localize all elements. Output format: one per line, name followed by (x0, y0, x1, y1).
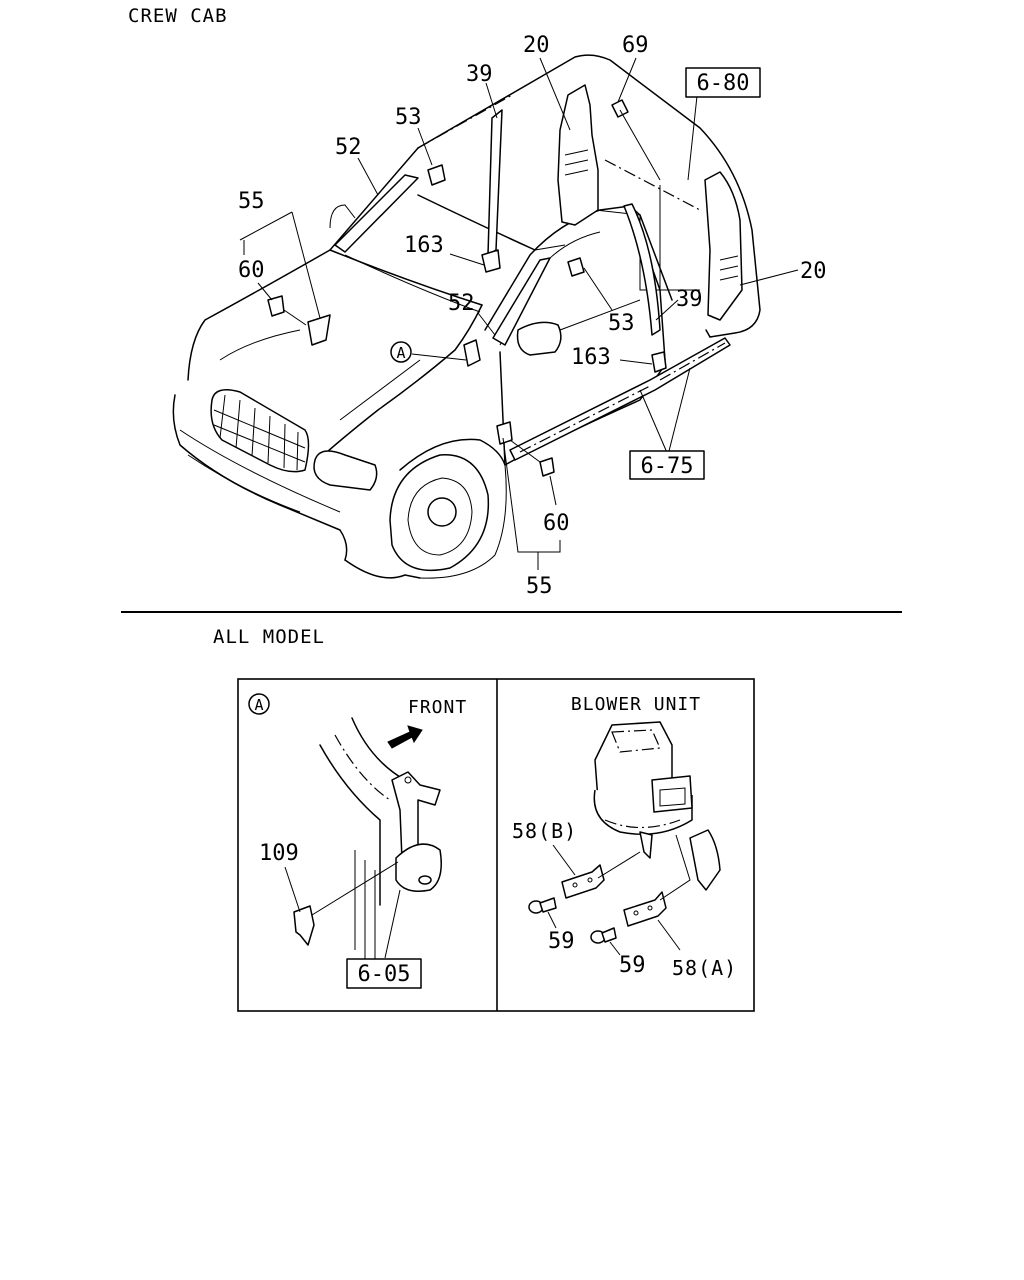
ref-box-6-05-label: 6-05 (358, 962, 411, 987)
callout-60-bottom: 60 (543, 511, 570, 536)
ref-box-6-75: 6-75 (629, 450, 705, 480)
ref-box-6-75-label: 6-75 (641, 454, 694, 479)
front-label: FRONT (408, 697, 467, 718)
callout-39-top: 39 (466, 62, 493, 87)
ref-box-6-80: 6-80 (685, 67, 761, 98)
all-model-title: ALL MODEL (213, 626, 325, 648)
ref-box-6-05 (346, 958, 422, 989)
callout-20-right: 20 (800, 259, 827, 284)
callout-60-left: 60 (238, 258, 265, 283)
ref-box-6-80-label: 6-80 (697, 71, 750, 96)
callout-109: 109 (259, 841, 299, 866)
crew-cab-title: CREW CAB (128, 5, 228, 27)
detail-a-marker: A (390, 341, 412, 363)
callout-20-top: 20 (523, 33, 550, 58)
callout-58a: 58(A) (672, 956, 737, 980)
panel-a-marker-circle (248, 693, 270, 715)
callout-163-right: 163 (571, 345, 611, 370)
bolt-59-a (528, 897, 557, 914)
callout-53-mid: 53 (608, 311, 635, 336)
callout-55-left: 55 (238, 189, 265, 214)
trim-parts-top (267, 84, 743, 477)
detail-a-marker-letter: A (396, 344, 405, 362)
callout-55-bottom: 55 (526, 574, 553, 599)
panel-b: BLOWER UNIT 58(B) 5 (512, 694, 737, 980)
panel-a-marker-letter: A (254, 696, 263, 714)
callout-52-top: 52 (335, 135, 362, 160)
callout-163-left: 163 (404, 233, 444, 258)
callout-59-right: 59 (619, 953, 646, 978)
callout-58b: 58(B) (512, 819, 577, 843)
blower-unit-title: BLOWER UNIT (571, 694, 701, 715)
callout-39-mid: 39 (676, 287, 703, 312)
callout-52-mid: 52 (448, 291, 475, 316)
truck-illustration (172, 54, 761, 579)
callout-69: 69 (622, 33, 649, 58)
callout-53-top: 53 (395, 105, 422, 130)
bolt-59-b (590, 927, 617, 944)
detail-panels-frame (237, 678, 755, 1012)
callout-59-left: 59 (548, 929, 575, 954)
front-arrow-icon (387, 725, 423, 749)
leader-lines-top (239, 57, 799, 570)
panel-a: A FRONT 109 6-05 (248, 693, 467, 989)
